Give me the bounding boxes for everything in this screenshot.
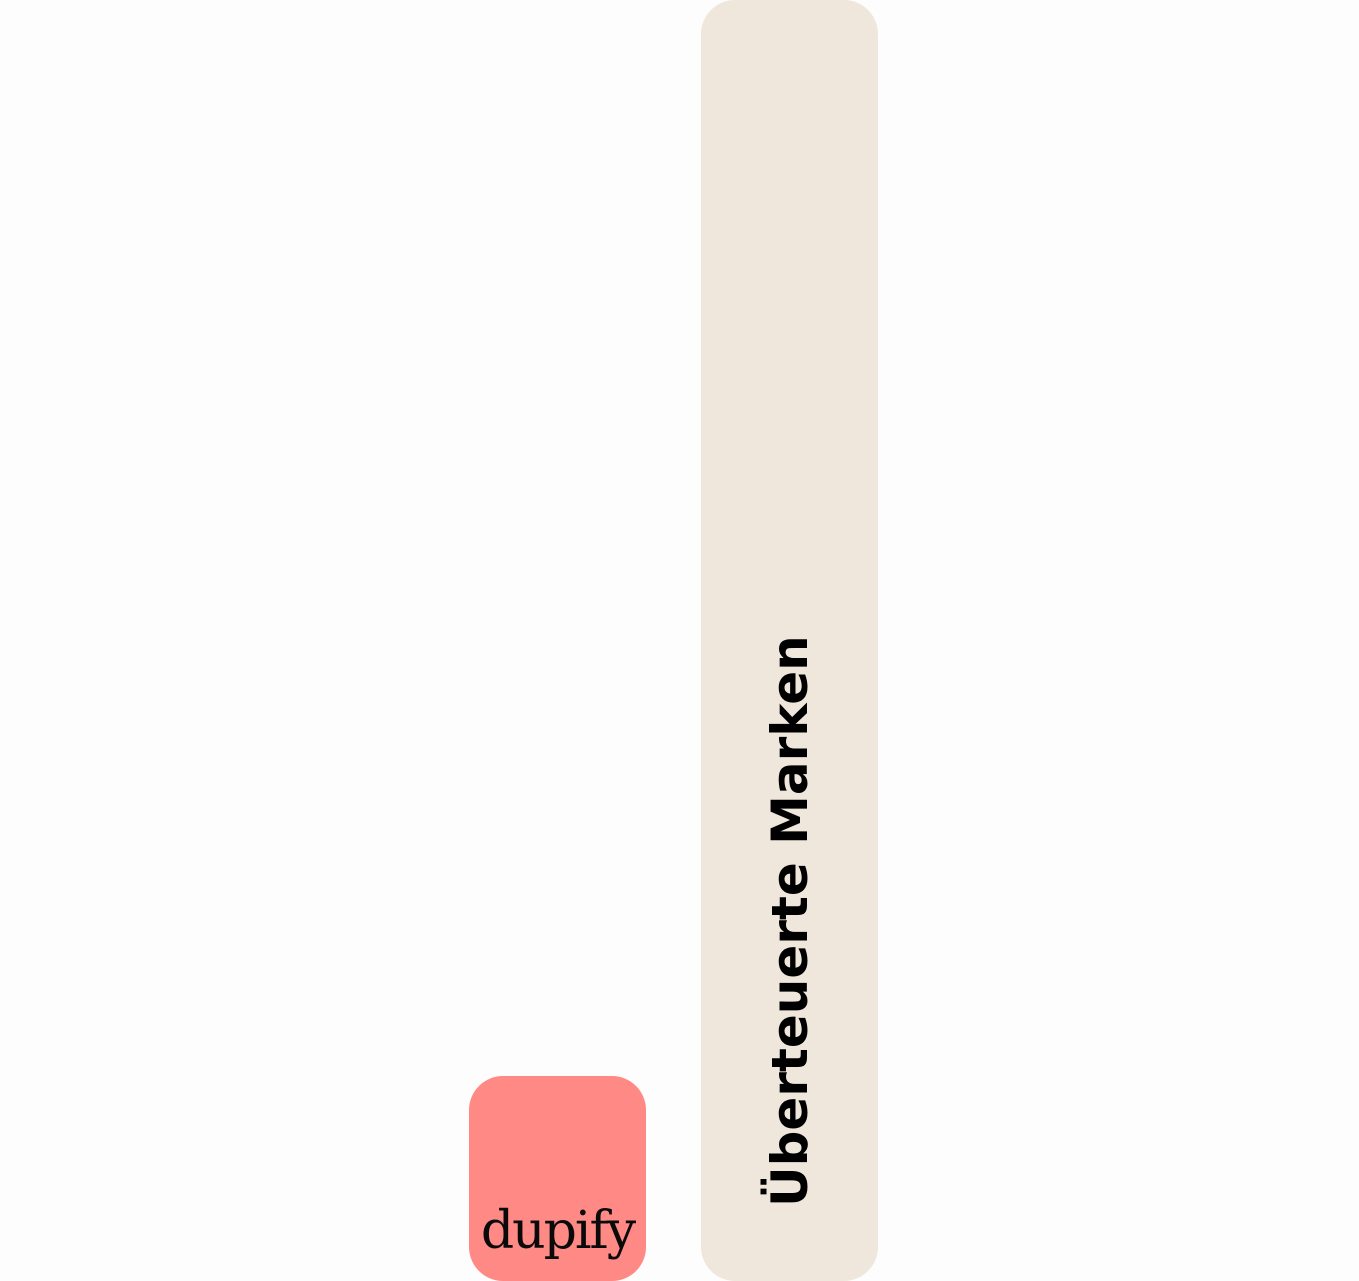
ueberteuerte-marken-label: Überteuerte Marken (760, 635, 819, 1207)
bar-ueberteuerte-marken: Überteuerte Marken (701, 0, 878, 1281)
bar-dupify: dupify (469, 1076, 646, 1281)
dupify-logo-label: dupify (480, 1201, 636, 1261)
